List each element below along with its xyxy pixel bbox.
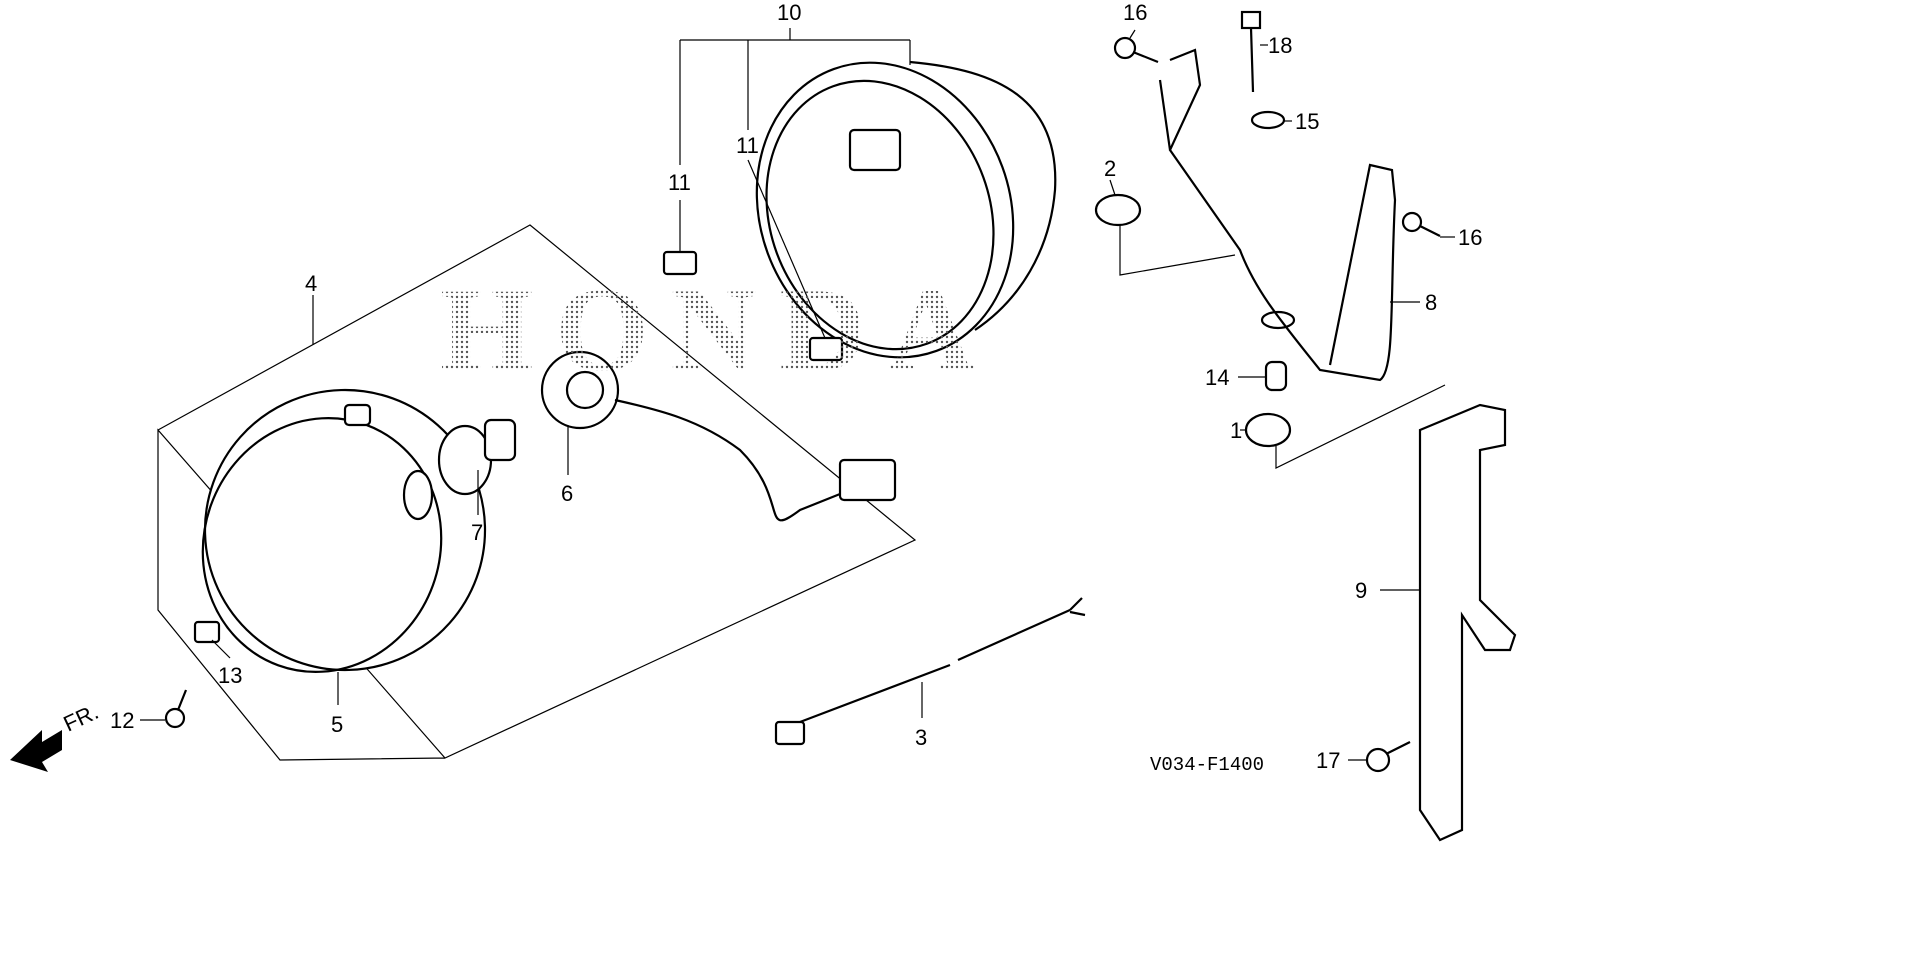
callout-10: 10 [777,0,801,25]
callout-11-left: 11 [668,170,691,195]
bolt-18 [1240,10,1262,93]
callout-9: 9 [1355,578,1367,603]
callout-16-right: 16 [1458,225,1482,250]
leader-1 [1275,384,1446,469]
stay-9 [1418,403,1517,842]
front-direction-arrow [10,730,62,772]
callout-1: 1 [1230,418,1242,443]
callout-11-right: 11 [736,133,759,158]
callout-5: 5 [331,712,343,737]
wire-harness-3 [774,597,1086,746]
clamp-2 [1094,193,1236,276]
front-direction-label: FR. [60,699,103,737]
callout-6: 6 [561,481,573,506]
callouts: 1 2 3 4 5 6 7 8 9 10 11 11 12 13 14 15 1… [110,0,1482,773]
bolt-17 [1365,741,1411,773]
bolt-12 [164,689,188,729]
bracket-hole [1260,310,1296,330]
honda-watermark: HONDA [440,263,997,396]
bolt-16-top [1113,36,1159,64]
callout-15: 15 [1295,109,1319,134]
bracket-8 [1158,48,1397,382]
washer-15 [1250,110,1286,130]
callout-13: 13 [218,663,242,688]
callout-8: 8 [1425,290,1437,315]
callout-12: 12 [110,708,134,733]
socket-harness [540,350,897,522]
clip-11-right [808,336,844,362]
callout-14: 14 [1205,365,1229,390]
callout-2: 2 [1104,156,1116,181]
diagram-code: V034-F1400 [1150,754,1264,776]
headlight-case [755,60,1057,359]
callout-4: 4 [305,271,317,296]
callout-3: 3 [915,725,927,750]
bolt-16-right [1401,211,1441,237]
callout-7: 7 [471,520,483,545]
collar-14 [1264,360,1288,392]
grommet-1 [1244,412,1292,448]
leader-lines [140,28,1455,761]
headlight-unit [201,388,487,673]
callout-17: 17 [1316,748,1340,773]
callout-18: 18 [1268,33,1292,58]
callout-16-top: 16 [1123,0,1147,25]
bulb [437,418,517,496]
nut-13 [193,620,221,644]
